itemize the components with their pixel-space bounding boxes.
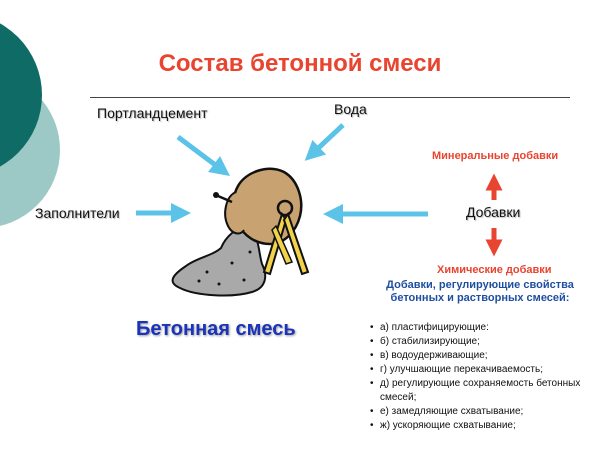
title-divider (90, 97, 570, 98)
input-portland-cement: Портландцемент (97, 105, 208, 121)
list-item: в) водоудерживающие; (368, 349, 600, 363)
mineral-additives-label: Минеральные добавки (432, 150, 559, 162)
additives-list: а) пластифицирующие: б) стабилизирующие;… (368, 321, 600, 433)
list-item: е) замедляющие схватывание; (368, 405, 600, 419)
result-concrete-mix: Бетонная смесь (136, 318, 296, 340)
concrete-mixer-icon (171, 167, 310, 297)
list-item: д) регулирующие сохраняемость бетонных с… (368, 377, 600, 405)
input-water: Вода (334, 101, 367, 117)
input-fillers: Заполнители (35, 205, 120, 221)
diagram-title: Состав бетонной смеси (158, 50, 442, 77)
input-additives: Добавки (466, 204, 521, 220)
regulating-additives-heading: Добавки, регулирующие свойства бетонных … (386, 279, 574, 304)
list-item: ж) ускоряющие схватывание; (368, 419, 600, 433)
list-item: г) улучшающие перекачиваемость; (368, 363, 600, 377)
list-item: а) пластифицирующие: (368, 321, 600, 335)
arrow-water (304, 123, 345, 161)
list-item: б) стабилизирующие; (368, 335, 600, 349)
arrow-portland (176, 135, 230, 176)
chemical-additives-label: Химические добавки (437, 264, 552, 276)
decor-circle-dark (0, 23, 42, 167)
